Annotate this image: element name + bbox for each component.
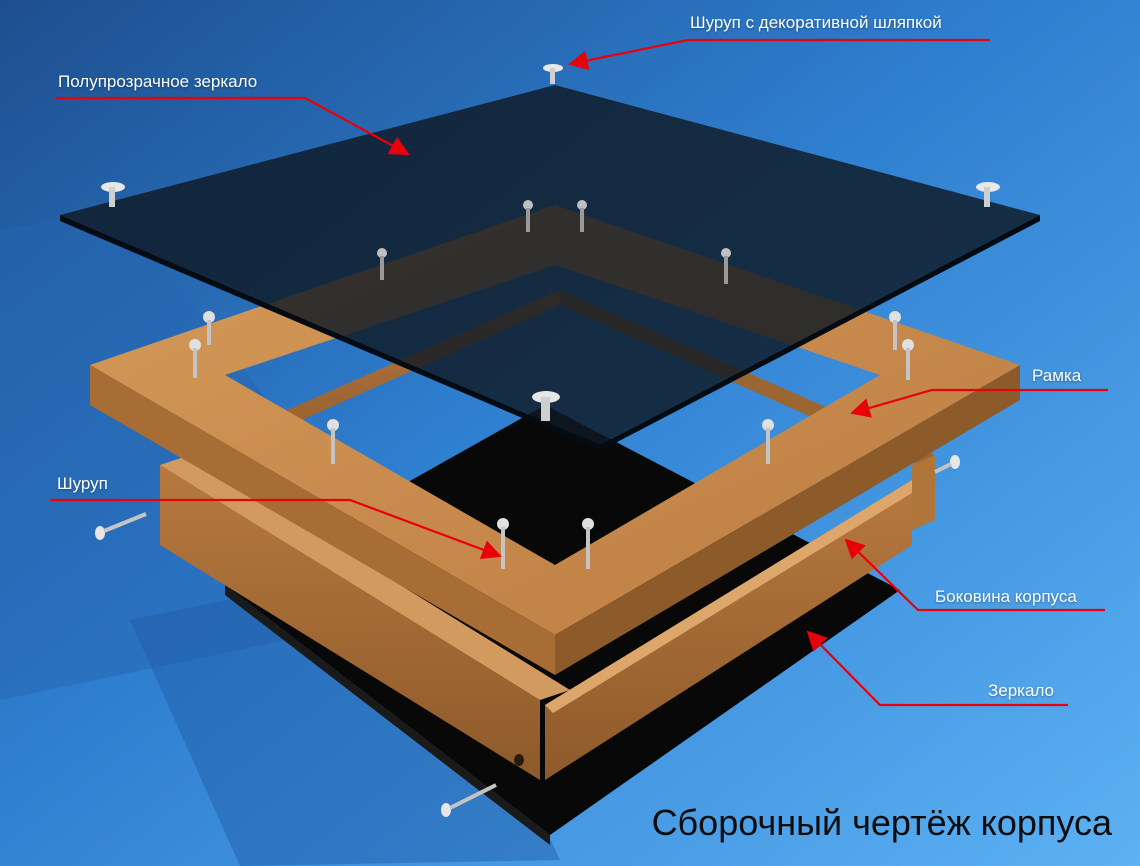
- label-side-panel: Боковина корпуса: [935, 587, 1077, 606]
- leader-line-screw: [50, 498, 502, 560]
- screw: [762, 419, 774, 464]
- decorative-screw: [532, 391, 560, 421]
- side-panel-right: [545, 455, 935, 780]
- screw: [934, 455, 960, 474]
- leader-line-side-panel: [844, 538, 1105, 612]
- screw-hole: [514, 754, 524, 766]
- label-mirror: Зеркало: [988, 681, 1055, 700]
- semi-transparent-mirror: [60, 85, 1040, 451]
- screw: [721, 248, 731, 284]
- leader-line-frame: [850, 388, 1108, 418]
- screw: [203, 311, 215, 345]
- decorative-screw: [101, 182, 125, 207]
- label-frame: Рамка: [1032, 366, 1082, 385]
- screw: [577, 200, 587, 232]
- screw: [189, 339, 201, 378]
- leader-line-decorative-screw: [568, 38, 990, 71]
- side-panel-left: [160, 455, 570, 780]
- label-decorative-screw: Шуруп с декоративной шляпкой: [690, 13, 942, 32]
- label-semi-transparent-mirror: Полупрозрачное зеркало: [58, 72, 258, 91]
- screw: [95, 512, 147, 540]
- label-screw: Шуруп: [57, 474, 108, 493]
- screw: [523, 200, 533, 232]
- decorative-screw: [976, 182, 1000, 207]
- screw: [497, 518, 509, 569]
- screw: [582, 518, 594, 569]
- screw: [441, 783, 497, 817]
- decorative-screw: [543, 64, 563, 84]
- screw: [327, 419, 339, 464]
- drawing-title: Сборочный чертёж корпуса: [651, 802, 1112, 843]
- screw: [889, 311, 901, 350]
- leader-line-mirror: [806, 630, 1068, 707]
- screw: [377, 248, 387, 280]
- screw: [902, 339, 914, 380]
- leader-line-semi-mirror: [56, 96, 410, 155]
